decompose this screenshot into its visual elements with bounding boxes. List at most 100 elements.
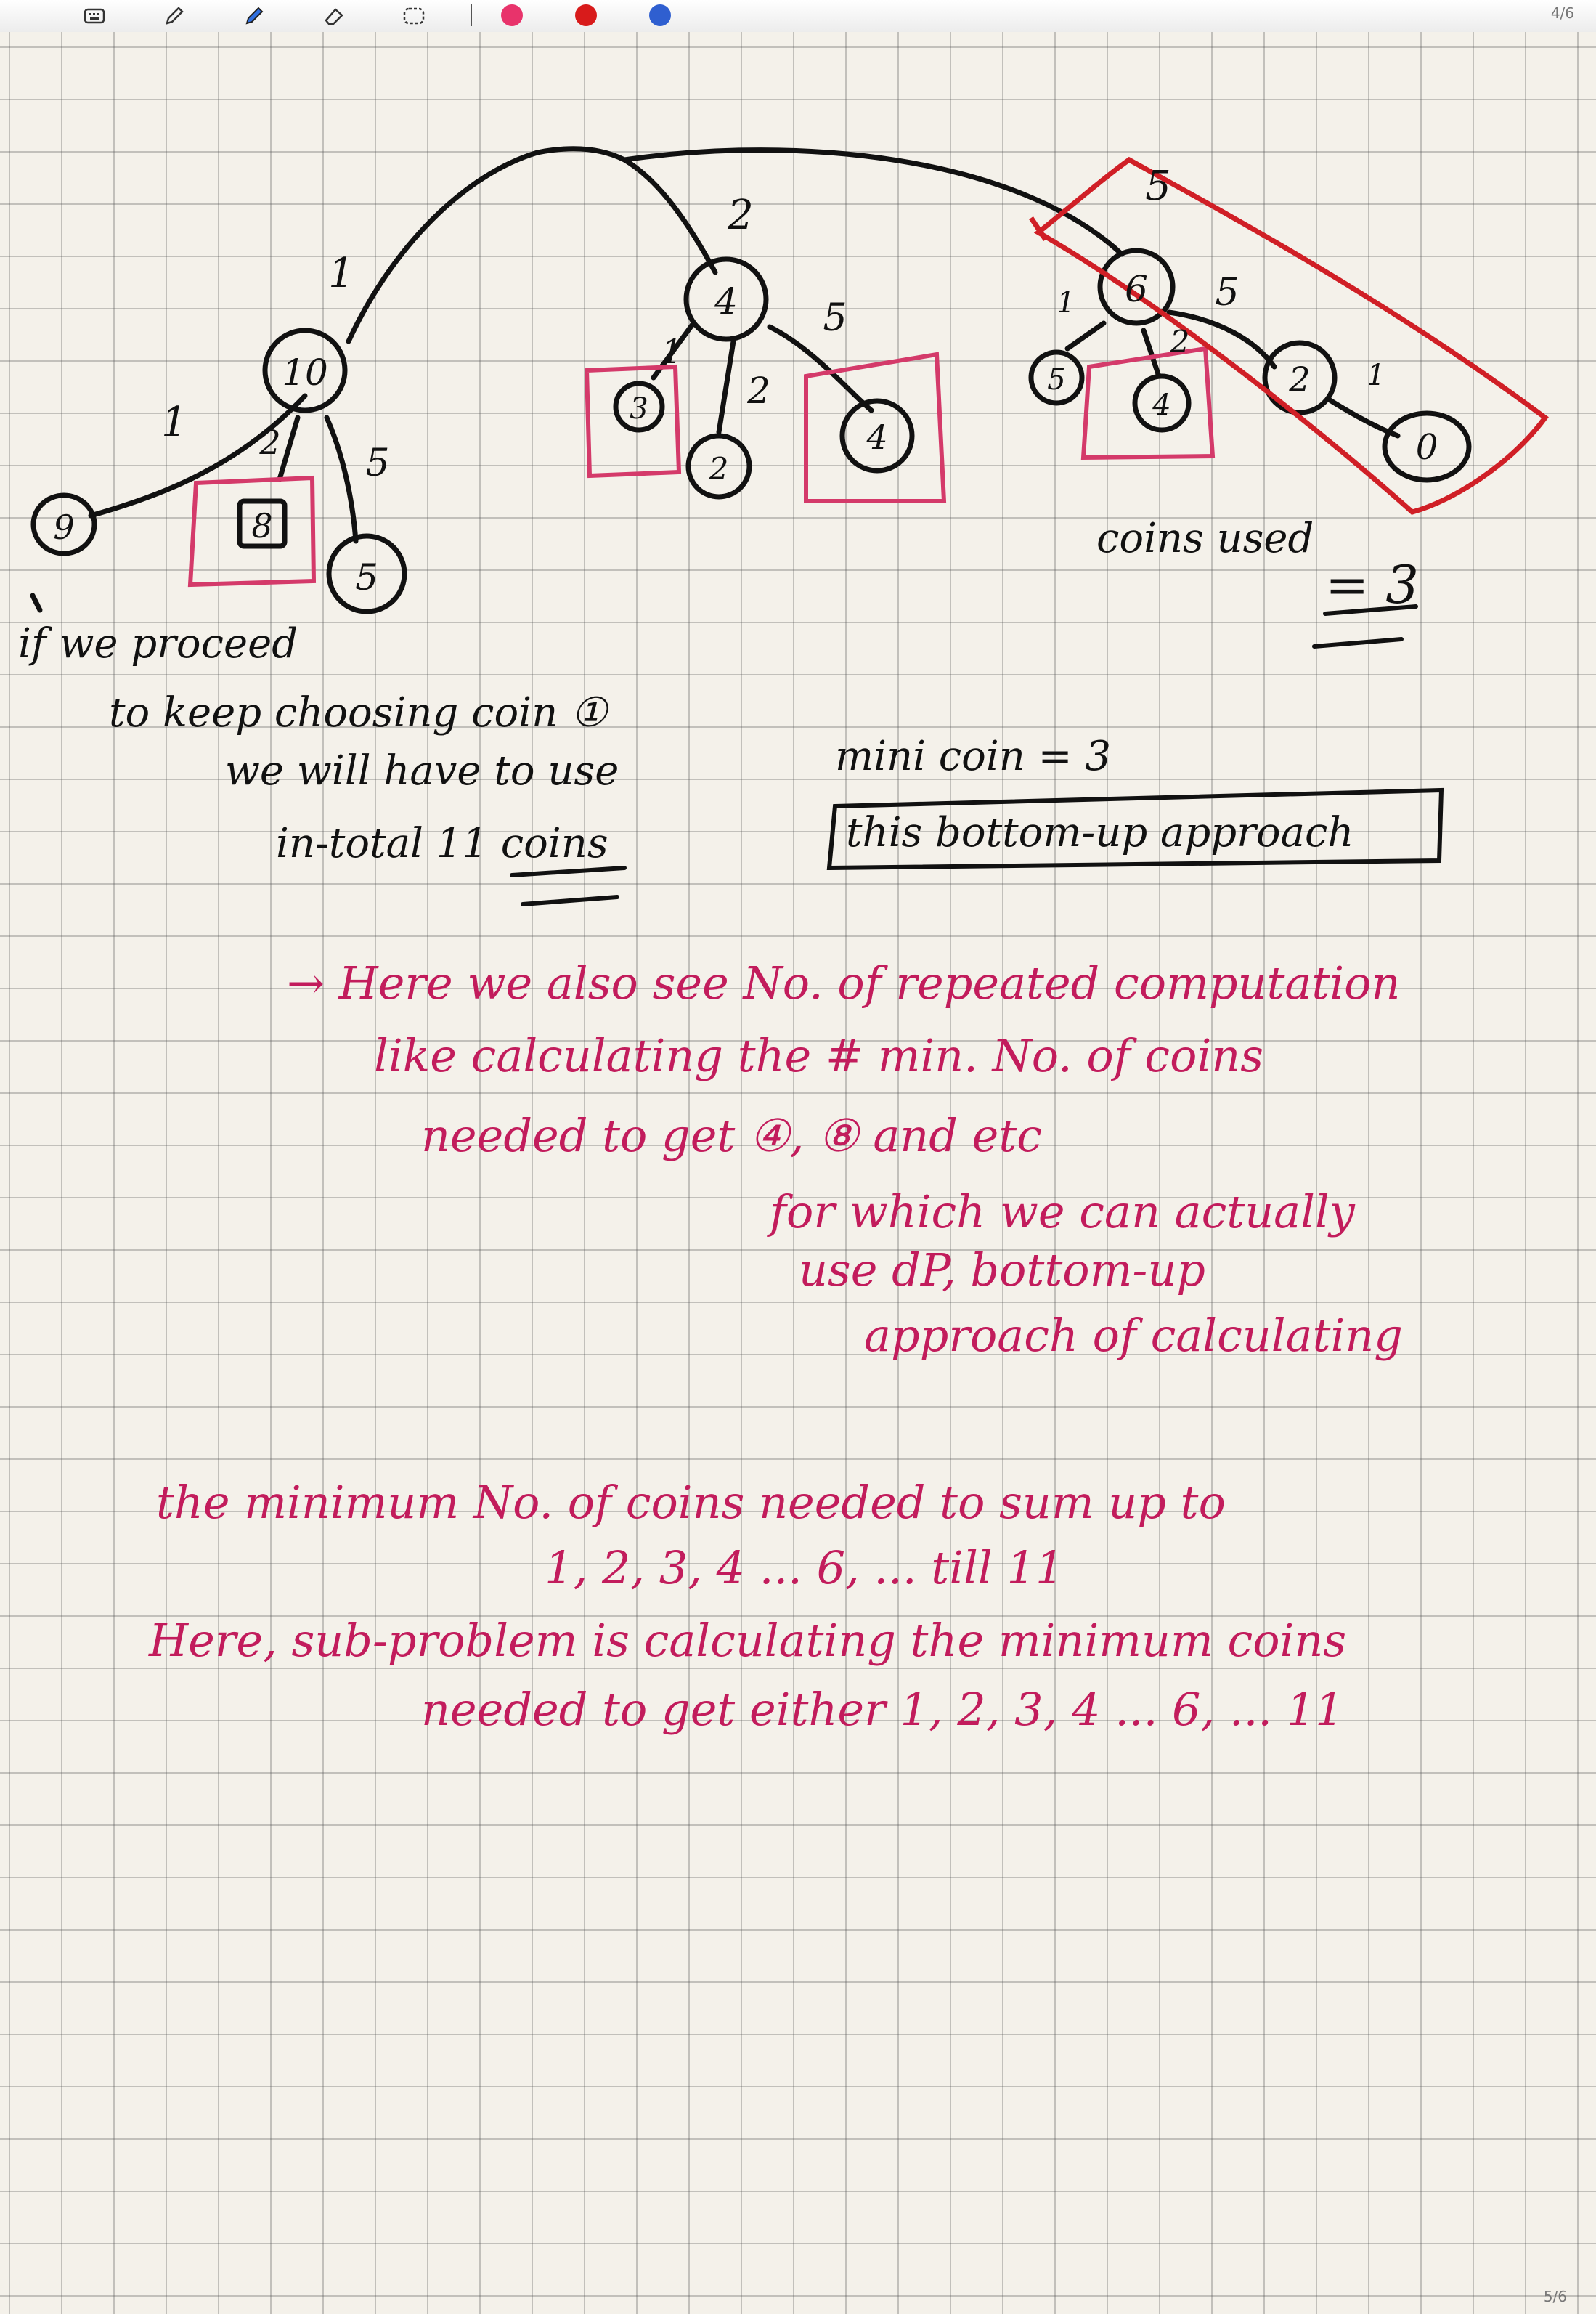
highlight-boxes	[187, 346, 1216, 588]
underline-11-b	[521, 895, 619, 906]
underline-3-b	[1312, 637, 1404, 649]
tree-labels: 10 9 8 5 4 3 2 4 6 5 4 2 0 1 2 5 1 2 5 1…	[53, 163, 1438, 598]
edge-label-10-9: 1	[161, 399, 187, 446]
left-note-line-1: if we proceed	[18, 620, 298, 667]
node-3	[613, 381, 665, 433]
edge-root-right	[622, 147, 1125, 257]
box-node-8	[187, 475, 317, 588]
eraser-icon[interactable]	[321, 3, 347, 29]
edge-root-middle	[622, 157, 718, 275]
edge-6-4	[1141, 328, 1161, 377]
edge-label-6-4: 2	[1170, 324, 1190, 360]
app-toolbar: 4/6	[0, 0, 1596, 33]
red-line-4: for which we can actually	[767, 1185, 1356, 1238]
edge-label-top-middle: 2	[727, 192, 754, 239]
edge-root-left	[346, 146, 627, 344]
pen-color-red[interactable]	[575, 4, 597, 26]
node-4-middle-label: 4	[866, 418, 887, 457]
highlighter-icon[interactable]	[241, 3, 267, 29]
node-4-right	[1132, 373, 1192, 433]
node-8-label: 8	[251, 506, 272, 545]
node-2-middle	[685, 433, 752, 500]
edge-label-6-2: 5	[1215, 271, 1239, 314]
red-line-9: Here, sub-problem is calculating the min…	[148, 1614, 1346, 1667]
node-6-label: 6	[1125, 268, 1148, 310]
node-2-right	[1262, 340, 1338, 415]
edge-10-8	[277, 415, 301, 482]
edge-label-4-3: 1	[661, 332, 682, 371]
tree-nodes	[30, 248, 1472, 614]
node-5-left	[326, 533, 407, 614]
page-indicator-bottom: 5/6	[1543, 2288, 1567, 2305]
node-5-left-label: 5	[355, 556, 378, 598]
red-line-2: like calculating the # min. No. of coins	[374, 1029, 1263, 1082]
edge-label-10-8: 2	[258, 423, 280, 462]
black-underlines	[510, 604, 1444, 906]
node-10	[262, 328, 348, 413]
left-note-line-2: to keep choosing coin ①	[109, 689, 609, 736]
node-3-label: 3	[630, 392, 648, 426]
coins-used-label: coins used	[1096, 515, 1314, 562]
path-highlight-tick	[1029, 216, 1048, 241]
edge-6-2	[1166, 309, 1277, 370]
node-4-right-label: 4	[1152, 389, 1170, 422]
node-5-right-label: 5	[1047, 363, 1065, 397]
approach-box-text: this bottom-up approach	[846, 809, 1353, 856]
edge-label-top-left: 1	[328, 250, 354, 297]
edge-10-9	[88, 393, 308, 519]
red-line-10: needed to get either 1, 2, 3, 4 ... 6, .…	[421, 1683, 1344, 1736]
red-line-7: the minimum No. of coins needed to sum u…	[156, 1476, 1226, 1529]
edge-label-2-0: 1	[1367, 359, 1385, 392]
edge-label-6-5: 1	[1056, 286, 1075, 320]
path-highlight-outline	[1033, 156, 1549, 515]
tree-edges	[30, 146, 1401, 613]
coins-used-value: = 3	[1325, 554, 1419, 615]
node-9	[30, 492, 97, 556]
red-line-1: → Here we also see No. of repeated compu…	[287, 957, 1400, 1010]
node-4-root	[683, 256, 769, 342]
left-note-line-3: we will have to use	[225, 747, 619, 795]
underline-3-a	[1323, 604, 1418, 616]
node-0-label: 0	[1416, 427, 1438, 468]
grid-paper	[0, 32, 1596, 2314]
node-4-middle	[839, 398, 915, 474]
node-6	[1097, 248, 1176, 326]
approach-box-outline	[826, 787, 1444, 871]
pen-icon[interactable]	[161, 3, 187, 29]
node-10-label: 10	[282, 352, 328, 394]
edge-label-top-right: 5	[1145, 163, 1171, 210]
red-line-6: approach of calculating	[864, 1309, 1403, 1362]
pen-color-pink[interactable]	[501, 4, 523, 26]
box-node-4-middle	[804, 352, 947, 503]
pen-color-blue[interactable]	[649, 4, 671, 26]
edge-10-5	[324, 415, 359, 544]
red-line-3: needed to get ④, ⑧ and etc	[421, 1109, 1042, 1162]
keyboard-icon[interactable]	[81, 3, 107, 29]
edge-label-4-2: 2	[746, 370, 770, 412]
box-node-3	[584, 364, 682, 479]
red-line-8: 1, 2, 3, 4 ... 6, ... till 11	[545, 1541, 1064, 1594]
red-line-5: use dP, bottom-up	[799, 1243, 1205, 1296]
edge-6-5	[1064, 320, 1107, 352]
lasso-icon[interactable]	[401, 3, 427, 29]
red-notes: → Here we also see No. of repeated compu…	[148, 957, 1403, 1736]
page-indicator-top: 4/6	[1550, 4, 1574, 22]
box-node-4-right	[1080, 346, 1216, 460]
black-notes: coins used = 3 if we proceed to keep cho…	[18, 515, 1419, 867]
edge-label-4-4: 5	[823, 296, 847, 340]
edge-label-10-5: 5	[365, 442, 389, 485]
node-4-root-label: 4	[714, 280, 738, 322]
mini-coin-label: mini coin = 3	[835, 733, 1111, 780]
edge-2-0	[1326, 397, 1401, 439]
edge-4-2	[716, 338, 736, 435]
node-5-right	[1028, 349, 1085, 406]
node-0	[1382, 410, 1472, 483]
node-2-right-label: 2	[1288, 360, 1310, 399]
underline-11-a	[510, 866, 627, 877]
node-8	[237, 498, 288, 549]
node-9-label: 9	[53, 508, 74, 547]
left-note-line-4: in-total 11 coins	[276, 820, 608, 867]
edge-9-arrow	[30, 593, 43, 613]
node-2-middle-label: 2	[709, 451, 729, 487]
